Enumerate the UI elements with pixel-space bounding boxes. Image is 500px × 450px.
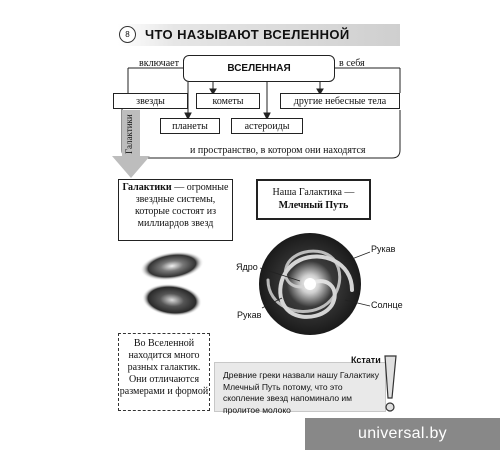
galaxy-image-2: [142, 283, 202, 317]
fact-box: Древние греки назвали нашу Галактику Мле…: [214, 362, 386, 415]
other-bodies-box: другие небесные тела: [280, 93, 400, 109]
milky-way-line1: Наша Галактика —: [272, 187, 355, 198]
header-bar: [118, 24, 400, 46]
exclamation-icon: [384, 355, 397, 412]
asteroids-box: астероиды: [231, 118, 303, 134]
galaxy-definition-box: Галактики — огромные звездные системы, к…: [118, 179, 233, 241]
galaxy-term: Галактики: [122, 182, 172, 193]
fact-title: Кстати: [351, 355, 381, 365]
arm-top-label: Рукав: [371, 244, 396, 254]
milky-way-image: [259, 233, 361, 335]
sun-label: Солнце: [371, 300, 403, 310]
space-label: и пространство, в котором они находятся: [188, 145, 368, 156]
includes-label: включает: [139, 58, 179, 69]
galaxy-image-1: [140, 251, 204, 281]
watermark: universal.by: [305, 418, 500, 450]
galaxy-definition-text: — огромные звездные системы, которые сос…: [134, 182, 229, 229]
core-label: Ядро: [236, 262, 258, 272]
milky-way-box: Наша Галактика — Млечный Путь: [256, 179, 371, 220]
comets-box: кометы: [196, 93, 260, 109]
universe-box: ВСЕЛЕННАЯ: [183, 55, 335, 82]
galaxies-note-box: Во Вселенной находится много разных гала…: [118, 333, 210, 411]
stars-box: звезды: [113, 93, 188, 109]
arm-bottom-label: Рукав: [237, 310, 262, 320]
page-number: 8: [119, 26, 136, 43]
galaxies-arrow-label: Галактики: [124, 114, 134, 154]
in-itself-label: в себя: [339, 58, 365, 69]
planets-box: планеты: [160, 118, 220, 134]
page-title: ЧТО НАЗЫВАЮТ ВСЕЛЕННОЙ: [145, 27, 350, 42]
milky-way-line2: Млечный Путь: [278, 200, 349, 211]
